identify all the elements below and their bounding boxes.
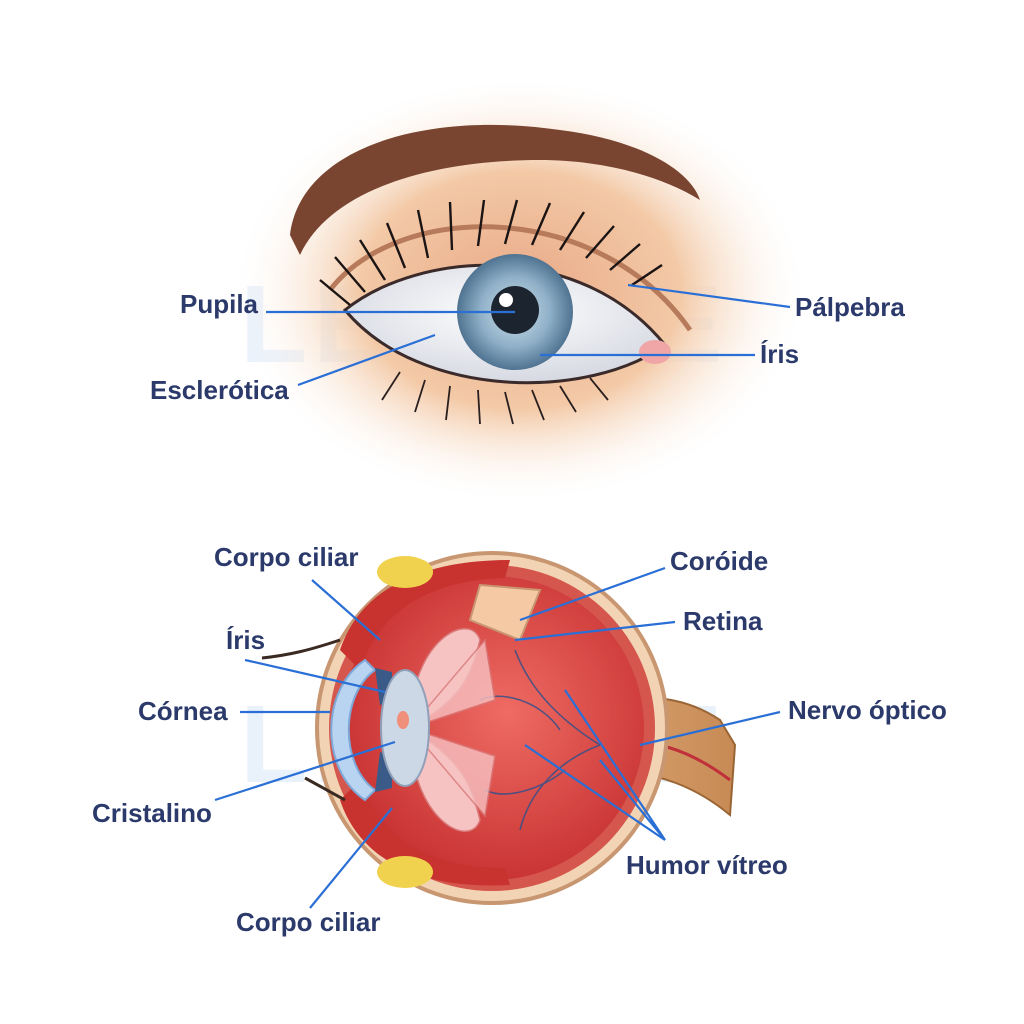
cornea bbox=[330, 658, 377, 802]
leader-nervo-optico bbox=[639, 710, 781, 747]
leader-corpo-ciliar-bottom bbox=[309, 807, 393, 909]
label-corpo-ciliar-top: Corpo ciliar bbox=[214, 542, 359, 572]
leader-retina bbox=[514, 620, 676, 642]
fat-bottom bbox=[377, 856, 433, 888]
label-coroide: Coróide bbox=[670, 546, 769, 576]
leader-humor-vitreo-2 bbox=[524, 744, 666, 841]
leader-palpebra bbox=[627, 283, 791, 309]
eyebrow bbox=[290, 124, 700, 256]
leader-iris bbox=[244, 658, 386, 694]
label-iris-section: Íris bbox=[226, 625, 266, 655]
label-pupila: Pupila bbox=[180, 289, 259, 319]
pupil bbox=[491, 286, 539, 334]
upper-lashes bbox=[319, 199, 663, 306]
leader-corpo-ciliar-top bbox=[311, 579, 381, 641]
label-cornea: Córnea bbox=[138, 696, 228, 726]
lens-core bbox=[397, 711, 409, 729]
eye-cross-section bbox=[261, 551, 737, 905]
leader-esclerotica bbox=[297, 333, 436, 387]
leader-cristalino bbox=[214, 740, 396, 802]
label-corpo-ciliar-bottom: Corpo ciliar bbox=[236, 907, 381, 937]
pupil-highlight bbox=[499, 293, 513, 307]
leader-coroide bbox=[519, 566, 666, 622]
caruncle bbox=[639, 340, 671, 364]
label-cristalino: Cristalino bbox=[92, 798, 212, 828]
upper-lid bbox=[328, 224, 693, 332]
lash-bottom bbox=[304, 776, 346, 802]
external-eye bbox=[230, 75, 810, 505]
label-iris-external: Íris bbox=[760, 339, 800, 369]
external-leader-lines bbox=[266, 283, 791, 387]
label-humor-vitreo: Humor vítreo bbox=[626, 850, 788, 880]
lash-top bbox=[261, 638, 341, 660]
label-esclerotica: Esclerótica bbox=[150, 375, 289, 405]
label-palpebra: Pálpebra bbox=[795, 292, 905, 322]
retina-layer bbox=[340, 576, 644, 880]
label-nervo-optico: Nervo óptico bbox=[788, 695, 947, 725]
fat-top bbox=[377, 556, 433, 588]
lower-lashes bbox=[381, 371, 609, 425]
label-retina: Retina bbox=[683, 606, 763, 636]
section-leader-lines bbox=[214, 566, 781, 909]
